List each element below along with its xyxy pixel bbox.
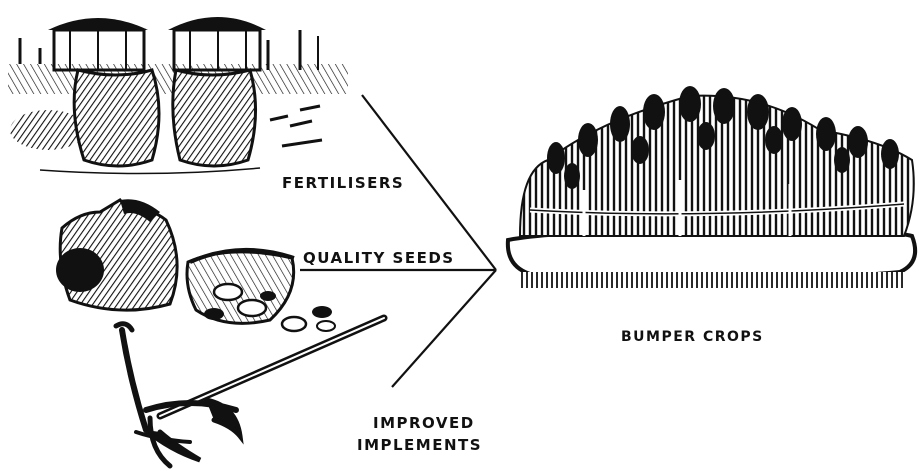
improved-implements-label-line1: IMPROVED bbox=[373, 414, 475, 432]
bumper-crops-label: BUMPER CROPS bbox=[621, 329, 764, 345]
plough-icon bbox=[116, 318, 384, 466]
crop-field-icon bbox=[508, 86, 915, 288]
seed-sacks-icon bbox=[56, 199, 335, 331]
quality-seeds-label: QUALITY SEEDS bbox=[303, 249, 455, 267]
fertiliser-sacks-icon bbox=[8, 17, 348, 174]
fertilisers-label: FERTILISERS bbox=[282, 174, 404, 192]
improved-implements-label-line2: IMPLEMENTS bbox=[357, 436, 482, 454]
